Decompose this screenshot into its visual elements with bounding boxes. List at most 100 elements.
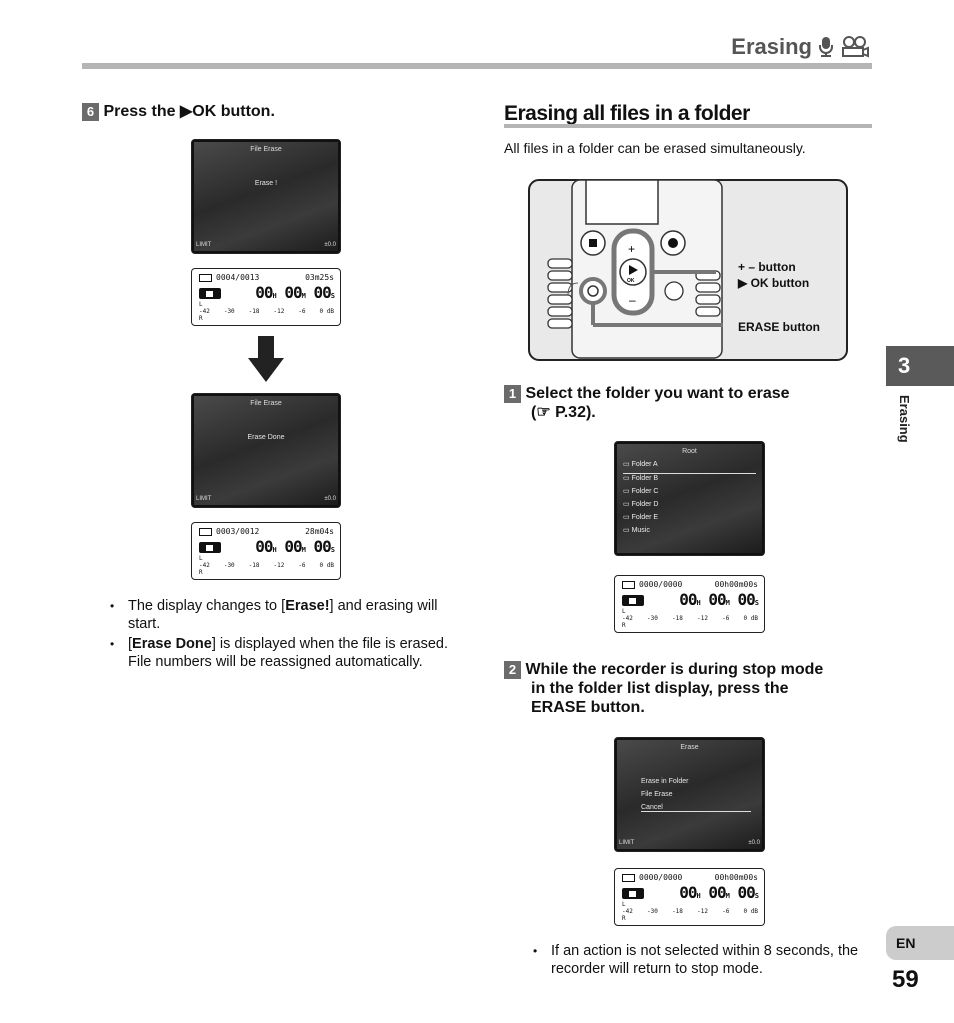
step-6-text-post: OK button. [192, 103, 275, 120]
screen-status-bar: LIMIT ±0.0 [196, 240, 336, 250]
list-item: If an action is not selected within 8 se… [531, 942, 871, 978]
list-item: ▭ Music [623, 527, 650, 534]
svg-text:–: – [629, 293, 636, 307]
list-item: ▭ Folder A [623, 460, 756, 474]
step-1-ref: (☞ P.32). [531, 404, 596, 421]
screen-status-bar: LIMIT ±0.0 [196, 494, 336, 504]
folder-icon: ▭ [623, 501, 630, 508]
screen-message: Erase Done [247, 434, 285, 441]
folder-icon: ▭ [623, 527, 630, 534]
stop-icon [199, 542, 221, 553]
step-number: 1 [504, 385, 521, 403]
battery-icon [199, 527, 212, 536]
stop-icon [622, 888, 644, 899]
folder-list: ▭ Folder A ▭ Folder B ▭ Folder C ▭ Folde… [623, 460, 756, 539]
lcd-time: 00H 00M 00S [255, 283, 335, 302]
lcd-length: 00h00m00s [714, 580, 758, 589]
callout-erase-button: ERASE button [738, 320, 820, 334]
play-arrow-icon: ▶ [179, 103, 193, 120]
status-limit: LIMIT [196, 242, 212, 248]
folder-icon: ▭ [623, 488, 630, 495]
svg-text:OK: OK [627, 278, 635, 284]
lcd-time: 00H 00M 00S [679, 590, 759, 609]
status-value: ±0.0 [748, 840, 760, 846]
step-6-text-pre: Press the [103, 103, 180, 120]
stop-icon [622, 595, 644, 606]
list-item: ▭ Folder E [623, 514, 659, 521]
step-2-erase-word: ERASE [531, 699, 587, 716]
chapter-side-label: Erasing [897, 395, 912, 443]
screen-title: Erase [680, 744, 699, 751]
left-bullet-list: The display changes to [Erase!] and eras… [108, 597, 448, 673]
video-camera-icon [842, 36, 869, 58]
screen-file-erase: File Erase Erase ! LIMIT ±0.0 [191, 139, 341, 254]
screen-message: Erase ! [254, 180, 278, 187]
step-1-heading: 1 Select the folder you want to erase (☞… [504, 384, 864, 422]
right-bullet-list: If an action is not selected within 8 se… [531, 942, 871, 980]
list-item: ▭ Folder B [623, 475, 659, 482]
callout-plus-minus-button: + – button [738, 260, 796, 274]
status-value: ±0.0 [324, 242, 336, 248]
list-item: [Erase Done] is displayed when the file … [108, 635, 448, 671]
callout-plus-minus-ok: + – button ▶ OK button [738, 259, 809, 291]
page-header-title: Erasing [731, 34, 870, 60]
callout-ok-button: ▶ OK button [738, 276, 810, 290]
microphone-icon [819, 37, 833, 57]
section-title: Erasing all files in a folder [504, 102, 750, 125]
status-limit: LIMIT [619, 840, 635, 846]
stop-icon [199, 288, 221, 299]
screen-status-bar: LIMIT ±0.0 [619, 838, 760, 848]
header-title-text: Erasing [731, 34, 812, 59]
screen-title: File Erase [250, 400, 282, 407]
step-6-heading: 6 Press the ▶OK button. [82, 102, 275, 121]
list-item: ▭ Folder C [623, 488, 659, 495]
screen-erase-menu: Erase Erase in Folder File Erase Cancel … [614, 737, 765, 852]
lcd-length: 03m25s [305, 273, 334, 282]
lcd-counter: 0000/0000 [639, 873, 683, 882]
battery-icon [199, 273, 212, 282]
lcd-counter: 0003/0012 [216, 527, 260, 536]
section-intro: All files in a folder can be erased simu… [504, 140, 806, 156]
step-2-line-1: While the recorder is during stop mode [525, 661, 824, 678]
recorder-drawing: OK + – [528, 179, 848, 361]
status-limit: LIMIT [196, 496, 212, 502]
page-number: 59 [892, 966, 919, 993]
device-illustration: OK + – + – button ▶ OK button ERASE butt… [528, 179, 848, 361]
step-2-heading: 2 While the recorder is during stop mode… [504, 660, 874, 717]
lcd-time: 00H 00M 00S [679, 883, 759, 902]
screen-folder-list: Root ▭ Folder A ▭ Folder B ▭ Folder C ▭ … [614, 441, 765, 556]
step-number: 2 [504, 661, 521, 679]
status-value: ±0.0 [324, 496, 336, 502]
lcd-counter: 0000/0000 [639, 580, 683, 589]
step-2-line-3: button. [586, 699, 645, 716]
menu-item-erase-in-folder: Erase in Folder [641, 778, 689, 785]
step-1-text: Select the folder you want to erase [525, 385, 790, 402]
lcd-counter: 0004/0013 [216, 273, 260, 282]
down-arrow-icon [248, 336, 284, 382]
lcd-length: 28m04s [305, 527, 334, 536]
menu-item-file-erase: File Erase [641, 791, 673, 798]
svg-text:+: + [628, 242, 635, 256]
section-rule [504, 124, 872, 128]
screen-erase-done: File Erase Erase Done LIMIT ±0.0 [191, 393, 341, 508]
chapter-tab: 3 [886, 346, 954, 386]
battery-icon [622, 580, 635, 589]
list-item: The display changes to [Erase!] and eras… [108, 597, 448, 633]
screen-title: Root [682, 448, 697, 455]
menu-item-cancel: Cancel [641, 804, 751, 812]
step-2-line-2: in the folder list display, press the [531, 680, 789, 697]
list-item: ▭ Folder D [623, 501, 659, 508]
header-rule [82, 63, 872, 69]
language-tab: EN [886, 926, 954, 960]
folder-icon: ▭ [623, 514, 630, 521]
battery-icon [622, 873, 635, 882]
folder-icon: ▭ [623, 461, 630, 468]
screen-title: File Erase [250, 146, 282, 153]
lcd-time: 00H 00M 00S [255, 537, 335, 556]
lcd-length: 00h00m00s [714, 873, 758, 882]
folder-icon: ▭ [623, 475, 630, 482]
